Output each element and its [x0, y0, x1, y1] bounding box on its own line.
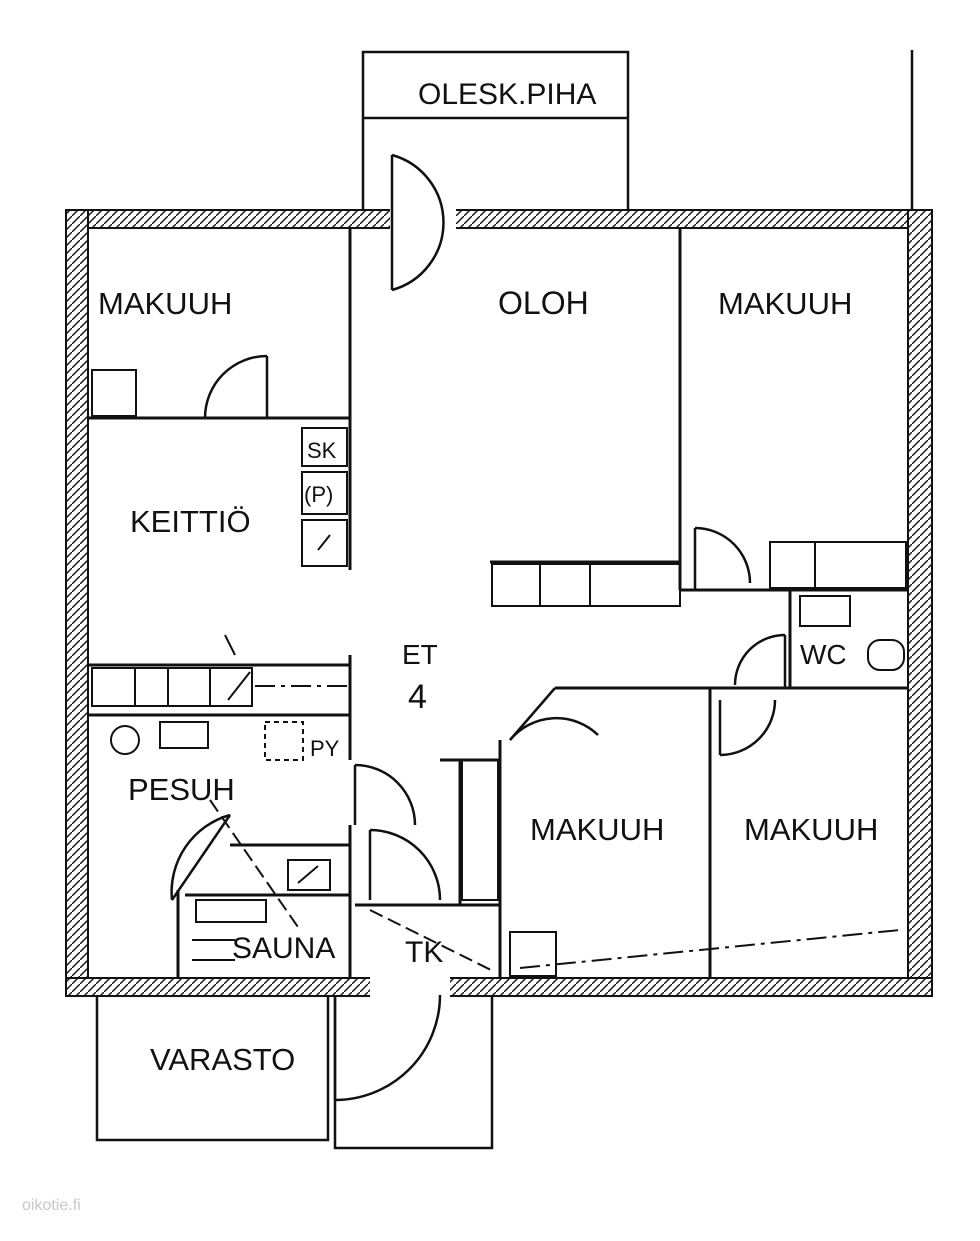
patio-area [361, 50, 914, 212]
living-room-label: OLOH [498, 285, 589, 321]
bedroom-s2-label: MAKUUH [744, 812, 878, 847]
bedroom-nw-label: MAKUUH [98, 286, 232, 321]
patio-label: OLESK.PIHA [418, 78, 596, 111]
interior-walls [88, 228, 908, 978]
hall-number: 4 [408, 678, 427, 716]
dryer-label: PY [310, 736, 340, 761]
wc-label: WC [800, 639, 847, 670]
sauna-label: SAUNA [232, 932, 335, 965]
exterior-walls [65, 206, 933, 1000]
storage-outline [95, 996, 494, 1150]
closet-label: TK [405, 936, 443, 969]
fixtures [91, 369, 907, 977]
bedroom-ne-label: MAKUUH [718, 286, 852, 321]
bathroom-label: PESUH [128, 772, 235, 807]
bedroom-s1-label: MAKUUH [530, 812, 664, 847]
kitchen-label: KEITTIÖ [130, 504, 251, 539]
watermark: oikotie.fi [22, 1197, 81, 1214]
dishwasher-label: (P) [304, 482, 333, 507]
storage-label: VARASTO [150, 1042, 295, 1077]
fridge-label: SK [307, 438, 337, 463]
hall-label: ET [402, 639, 438, 670]
